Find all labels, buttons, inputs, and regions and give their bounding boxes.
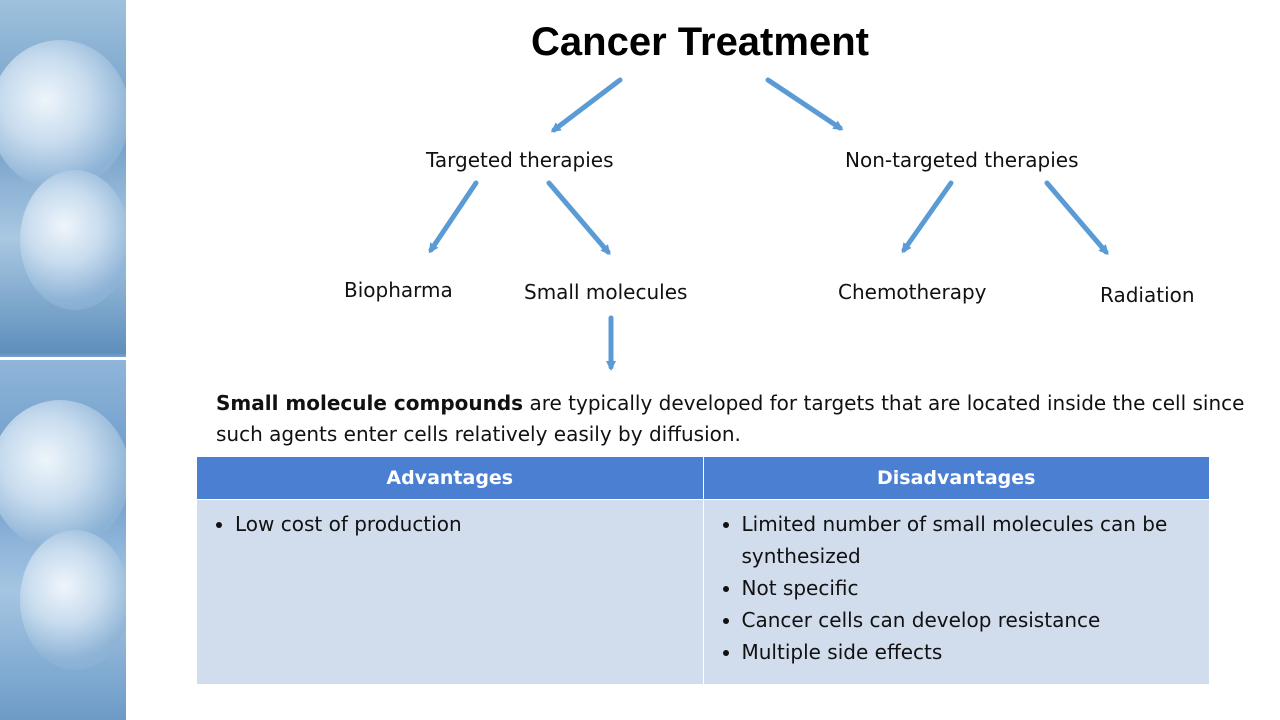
cell-image: [20, 170, 126, 310]
disadvantage-item: Not specific: [742, 572, 1198, 604]
arrow-to-biopharma: [428, 180, 479, 254]
disadvantage-item: Cancer cells can develop resistance: [742, 604, 1198, 636]
description-text: Small molecule compounds are typically d…: [216, 388, 1246, 450]
disadvantage-item: Multiple side effects: [742, 636, 1198, 668]
arrow-to-targeted: [550, 77, 623, 133]
advantages-header: Advantages: [196, 456, 704, 500]
biopharma-label: Biopharma: [344, 278, 453, 302]
disadvantages-list: Limited number of small molecules can be…: [716, 508, 1198, 668]
disadvantages-cell: Limited number of small molecules can be…: [702, 499, 1210, 685]
comparison-table: Advantages Disadvantages Low cost of pro…: [196, 456, 1210, 685]
disadvantages-header: Disadvantages: [702, 456, 1210, 500]
cell-image: [0, 40, 126, 190]
disadvantage-item: Limited number of small molecules can be…: [742, 508, 1198, 572]
chemotherapy-label: Chemotherapy: [838, 280, 987, 304]
arrow-to-radiation: [1044, 180, 1109, 256]
decorative-side-image: [0, 0, 126, 720]
arrow-to-non-targeted: [765, 77, 844, 131]
advantages-cell: Low cost of production: [196, 499, 704, 685]
description-bold: Small molecule compounds: [216, 391, 524, 415]
non-targeted-therapies-label: Non-targeted therapies: [845, 148, 1079, 172]
page-title: Cancer Treatment: [531, 20, 869, 64]
arrow-to-chemotherapy: [901, 180, 954, 254]
targeted-therapies-label: Targeted therapies: [426, 148, 614, 172]
divider: [0, 357, 126, 360]
advantages-list: Low cost of production: [209, 508, 691, 540]
radiation-label: Radiation: [1100, 283, 1195, 307]
cell-image: [20, 530, 126, 670]
description-rest: are typically developed for targets that…: [216, 391, 1245, 446]
cell-image: [0, 400, 126, 550]
advantage-item: Low cost of production: [235, 508, 691, 540]
arrow-to-small-molecules: [546, 180, 611, 256]
small-molecules-label: Small molecules: [524, 280, 688, 304]
